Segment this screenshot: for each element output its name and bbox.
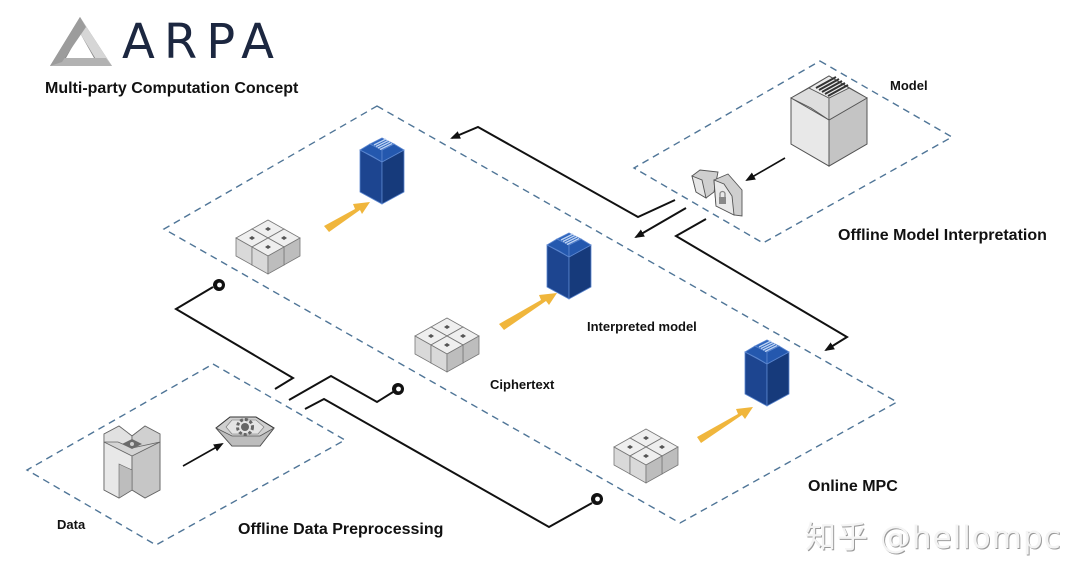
database-icon — [103, 425, 161, 499]
impossible-triangle-icon — [50, 17, 112, 66]
blue-server-icon — [546, 232, 592, 300]
connector-data-to-mpc-3 — [304, 397, 593, 529]
data-preprocessing-title: Offline Data Preprocessing — [238, 521, 444, 538]
cube-grid-icon — [415, 318, 479, 372]
cube-grid-icon — [614, 429, 678, 483]
data-label: Data — [57, 517, 86, 532]
connector-model-to-mpc-3 — [674, 218, 849, 352]
connector-model-to-lock — [745, 157, 786, 182]
model-label: Model — [890, 78, 928, 93]
transfer-arrow-icon — [697, 407, 753, 443]
cube-grid-icon — [236, 220, 300, 274]
server-icon — [790, 75, 868, 167]
connector-data-to-mpc-2 — [288, 374, 394, 404]
model-region-border — [632, 60, 954, 244]
lock-node-icon — [213, 279, 225, 291]
transfer-arrow-icon — [324, 202, 370, 232]
ciphertext-label: Ciphertext — [490, 377, 555, 392]
model-interpretation-title: Offline Model Interpretation — [838, 227, 1047, 244]
lock-node-icon — [591, 493, 603, 505]
watermark: 知乎 @hellompc — [805, 520, 1062, 556]
brand-wordmark: ARPA — [122, 14, 283, 70]
blue-server-icon — [744, 339, 790, 407]
gear-icon — [215, 416, 275, 447]
connector-model-to-mpc-2 — [634, 207, 687, 239]
interpreted-model-label: Interpreted model — [587, 319, 697, 334]
data-region-border — [25, 363, 347, 546]
connector-data-to-preprocess — [182, 443, 224, 467]
lock-split-icon — [691, 169, 743, 217]
blue-server-icon — [359, 137, 405, 205]
online-mpc-region-border — [162, 105, 899, 524]
online-mpc-title: Online MPC — [808, 478, 898, 495]
page-subtitle: Multi-party Computation Concept — [45, 80, 299, 97]
connector-data-to-mpc-1 — [174, 286, 295, 390]
lock-node-icon — [392, 383, 404, 395]
connector-model-to-mpc-1 — [450, 125, 676, 219]
transfer-arrow-icon — [499, 293, 557, 330]
